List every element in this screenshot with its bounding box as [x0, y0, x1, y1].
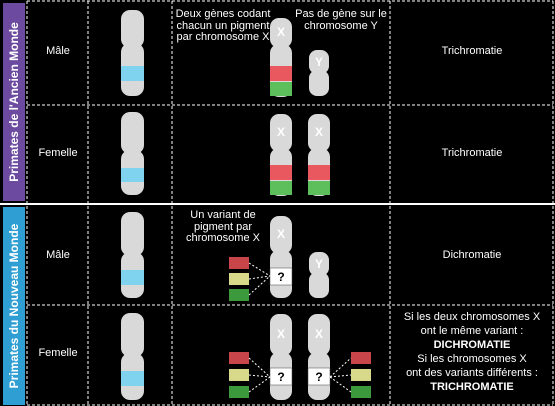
vision-new-female-line5: ont des variants différents :	[406, 367, 538, 379]
x-label-old-female-1: X	[277, 125, 285, 139]
sex-label-new-male: Mâle	[46, 249, 70, 261]
x-chromosome-old-male	[270, 18, 292, 97]
note-two-genes: Deux gènes codant chacun un pigment par …	[175, 8, 271, 43]
autosome-old-male	[121, 10, 144, 96]
y-label-old-male: Y	[315, 55, 323, 69]
x-chromosome-old-female-2	[308, 114, 330, 196]
new-world-label: Primates du Nouveau Monde	[7, 223, 21, 389]
vision-new-female-line4: Si les chromosomes X	[417, 353, 527, 365]
vision-new-female-line3: DICHROMATIE	[433, 339, 511, 351]
x-label-new-female-2: X	[315, 327, 323, 341]
autosome-old-female	[121, 112, 144, 195]
x-label-new-female-1: X	[277, 327, 285, 341]
unknown-label-new-male: ?	[277, 270, 284, 284]
x-label-new-male: X	[277, 227, 285, 241]
sex-label-new-female: Femelle	[38, 347, 78, 359]
old-world-bar	[3, 3, 25, 201]
sex-label-old-male: Mâle	[46, 45, 70, 57]
x-label-old-female-2: X	[315, 125, 323, 139]
x-chromosome-new-female-1	[269, 314, 293, 400]
x-label-old-male: X	[277, 25, 285, 39]
new-world-bar	[3, 207, 25, 405]
vision-new-female-line2: ont le même variant :	[420, 325, 524, 337]
vision-new-female: Si les deux chromosomes X ont le même va…	[392, 310, 552, 394]
sex-label-old-female: Femelle	[38, 147, 78, 159]
x-chromosome-old-female-1	[270, 114, 292, 196]
variant-squares-new-female-left	[229, 352, 271, 398]
grid-lines	[26, 0, 554, 406]
y-chromosome-old-male	[309, 50, 329, 96]
vision-new-female-line6: TRICHROMATIE	[430, 381, 514, 393]
vision-old-male: Trichromatie	[441, 45, 503, 57]
unknown-label-new-female-1: ?	[277, 370, 284, 384]
vision-old-female: Trichromatie	[441, 147, 503, 159]
vision-new-female-line1: Si les deux chromosomes X	[403, 311, 541, 323]
y-chromosome-new-male	[309, 252, 329, 298]
note-no-gene-y: Pas de gène sur le chromosome Y	[295, 8, 387, 32]
x-chromosome-new-female-2	[307, 314, 331, 400]
note-one-variant: Un variant de pigment par chromosome X	[186, 209, 260, 244]
vision-new-male: Dichromatie	[442, 249, 502, 261]
autosome-new-female	[121, 313, 144, 400]
variant-squares-new-female-right	[329, 352, 371, 398]
y-label-new-male: Y	[315, 257, 323, 271]
old-world-label: Primates de l'Ancien Monde	[7, 22, 21, 182]
unknown-label-new-female-2: ?	[315, 370, 322, 384]
autosome-new-male	[121, 212, 144, 298]
x-chromosome-new-male	[269, 216, 293, 298]
variant-squares-new-male	[229, 257, 271, 301]
